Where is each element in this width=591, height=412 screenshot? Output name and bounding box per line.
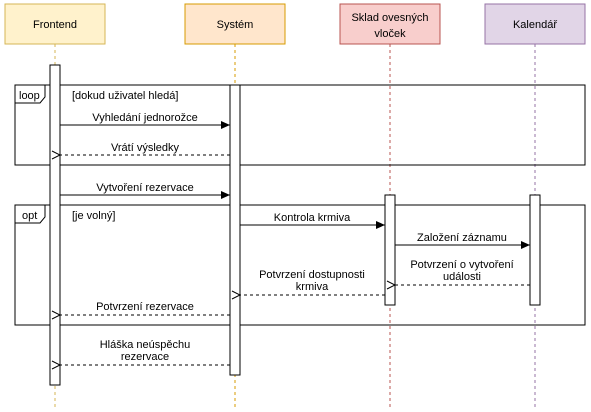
message-vrati-vysledky: Vrátí výsledky	[60, 142, 230, 155]
message-potvrzeni-udalosti-line1: Potvrzení o vytvoření	[410, 259, 513, 271]
message-zalozeni-zaznamu-label: Založení záznamu	[417, 232, 507, 244]
message-potvrzeni-udalosti-line2: události	[443, 271, 481, 283]
loop-operator: loop	[19, 90, 40, 102]
message-zalozeni-zaznamu: Založení záznamu	[395, 232, 530, 249]
message-potvrzeni-krmiva-line1: Potvrzení dostupnosti	[259, 269, 365, 281]
message-hlaska-neuspechu-line2: rezervace	[121, 351, 169, 363]
message-potvrzeni-krmiva: Potvrzení dostupnosti krmiva	[240, 269, 385, 295]
message-vytvoreni-rezervace: Vytvoření rezervace	[60, 182, 230, 199]
activation-sklad	[384, 194, 396, 306]
participant-frontend: Frontend	[4, 3, 106, 45]
message-potvrzeni-krmiva-line2: krmiva	[296, 281, 329, 293]
activation-frontend	[49, 64, 61, 386]
opt-operator: opt	[22, 210, 37, 222]
message-kontrola-krmiva: Kontrola krmiva	[240, 212, 385, 229]
activation-kalendar	[529, 194, 541, 306]
participant-frontend-label: Frontend	[33, 19, 77, 31]
participant-sklad-label-line1: Sklad ovesných	[351, 12, 428, 24]
message-vytvoreni-rezervace-label: Vytvoření rezervace	[96, 182, 193, 194]
message-potvrzeni-udalosti: Potvrzení o vytvoření události	[395, 259, 530, 285]
participant-kalendar-label: Kalendář	[513, 19, 557, 31]
opt-fragment: opt [je volný]	[14, 204, 586, 326]
loop-guard: [dokud uživatel hledá]	[72, 90, 178, 102]
message-vyhledani: Vyhledání jednorožce	[60, 112, 230, 129]
message-vrati-vysledky-label: Vrátí výsledky	[111, 142, 180, 154]
message-hlaska-neuspechu: Hláška neúspěchu rezervace	[60, 339, 230, 365]
activation-system	[229, 84, 241, 376]
message-hlaska-neuspechu-line1: Hláška neúspěchu	[100, 339, 191, 351]
message-vyhledani-label: Vyhledání jednorožce	[92, 112, 197, 124]
message-potvrzeni-rezervace-label: Potvrzení rezervace	[96, 301, 194, 313]
participant-sklad-label-line2: vloček	[374, 28, 406, 40]
participant-system-label: Systém	[217, 19, 254, 31]
participant-sklad: Sklad ovesných vloček	[339, 3, 441, 45]
participant-system: Systém	[184, 3, 286, 45]
participant-kalendar: Kalendář	[484, 3, 586, 45]
opt-guard: [je volný]	[72, 210, 115, 222]
message-potvrzeni-rezervace: Potvrzení rezervace	[60, 301, 230, 315]
loop-fragment: loop [dokud uživatel hledá]	[14, 84, 586, 166]
message-kontrola-krmiva-label: Kontrola krmiva	[274, 212, 351, 224]
